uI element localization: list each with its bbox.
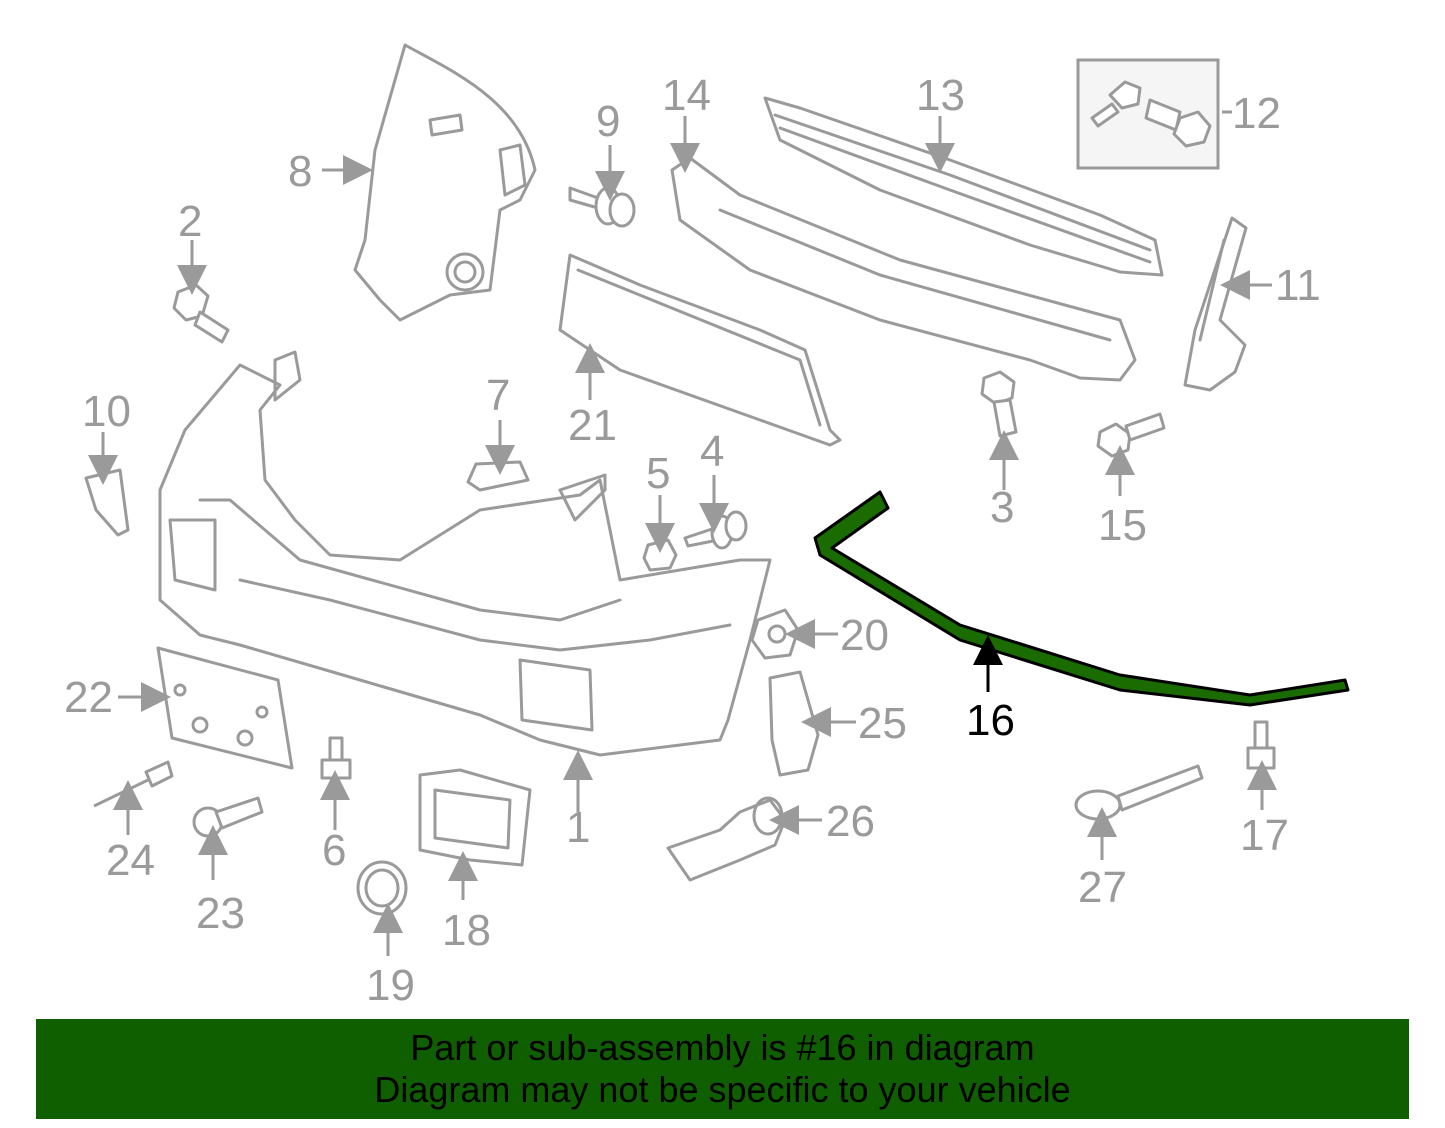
- callout-15: 15: [1098, 501, 1147, 550]
- part-27-tow-eye: [1074, 764, 1204, 821]
- callout-1: 1: [566, 803, 590, 852]
- callout-11: 11: [1275, 261, 1321, 310]
- callout-13: 13: [916, 71, 965, 120]
- callout-26: 26: [826, 797, 875, 846]
- callout-4: 4: [700, 427, 724, 476]
- part-17-stud: [1246, 720, 1276, 770]
- callout-5: 5: [646, 449, 670, 498]
- part-20-clip-nut: [750, 608, 800, 660]
- part-8-fender-liner: [353, 43, 537, 322]
- part-11-bracket: [1183, 216, 1248, 392]
- part-2-bolt: [172, 283, 230, 344]
- callout-2: 2: [178, 197, 202, 246]
- part-22-license-bracket: [156, 646, 294, 770]
- callout-22: 22: [64, 673, 113, 722]
- callout-19: 19: [366, 961, 415, 1010]
- part-19-seal-ring: [356, 860, 408, 916]
- callout-labels: 1 2 3 4 5 6 7 8 9 10 11 12 13 14 15 16 1…: [64, 71, 1321, 1010]
- callout-17: 17: [1240, 811, 1289, 860]
- callout-7: 7: [486, 371, 510, 420]
- part-16-air-deflector[interactable]: [813, 490, 1350, 707]
- part-3-bolt: [980, 370, 1018, 438]
- info-banner: Part or sub-assembly is #16 in diagram D…: [36, 1019, 1409, 1119]
- callout-8: 8: [288, 147, 312, 196]
- part-23-screw: [192, 796, 264, 838]
- part-12-bolts-box: [1076, 58, 1220, 170]
- part-24-pin: [93, 760, 174, 808]
- part-5-nut: [642, 538, 678, 572]
- callout-18: 18: [442, 906, 491, 955]
- callout-23: 23: [196, 889, 245, 938]
- part-15-bolt: [1096, 412, 1166, 458]
- callout-25: 25: [858, 699, 907, 748]
- callout-14: 14: [662, 71, 711, 120]
- part-6-stud: [320, 736, 352, 780]
- callout-12: 12: [1232, 89, 1281, 138]
- part-7-pad: [466, 460, 530, 492]
- part-26-hose: [666, 796, 787, 882]
- part-9-push-clip: [568, 186, 636, 228]
- callout-9: 9: [596, 97, 620, 146]
- part-10-bracket: [84, 468, 130, 537]
- part-25-duct: [768, 670, 820, 777]
- callout-21: 21: [568, 401, 617, 450]
- part-13-impact-bar: [763, 96, 1164, 277]
- banner-line-disclaimer: Diagram may not be specific to your vehi…: [374, 1069, 1071, 1110]
- callout-6: 6: [322, 826, 346, 875]
- banner-line-part: Part or sub-assembly is #16 in diagram: [410, 1027, 1035, 1068]
- callout-20: 20: [840, 611, 889, 660]
- callout-24: 24: [106, 836, 155, 885]
- part-18-fog-bezel: [418, 768, 532, 867]
- callout-27: 27: [1078, 863, 1127, 912]
- callout-10: 10: [82, 387, 131, 436]
- leader-lines: [88, 110, 1277, 956]
- callout-3: 3: [990, 483, 1014, 532]
- callout-16: 16: [966, 696, 1015, 745]
- part-1-bumper-cover: [158, 350, 772, 757]
- part-14-energy-absorber: [670, 156, 1137, 382]
